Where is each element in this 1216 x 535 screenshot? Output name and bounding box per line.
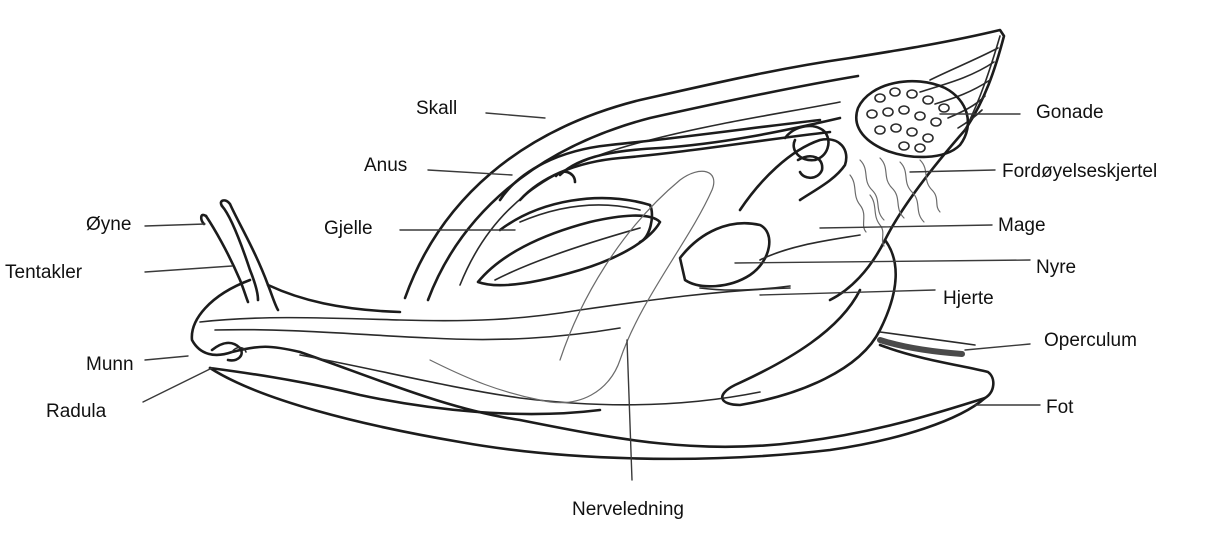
label-hjerte: Hjerte [943,288,994,309]
label-fot: Fot [1046,397,1074,418]
label-gonade: Gonade [1036,102,1104,123]
label-operculum: Operculum [1044,330,1137,351]
label-mage: Mage [998,215,1046,236]
label-nerveledning: Nerveledning [572,499,684,520]
label-nyre: Nyre [1036,257,1076,278]
label-anus: Anus [364,155,407,176]
label-fordoyelseskjertel: Fordøyelseskjertel [1002,161,1157,182]
label-oyne: Øyne [86,214,131,235]
gonad-granules [867,88,949,152]
label-tentakler: Tentakler [5,262,83,283]
leader-lines [143,113,1040,480]
label-radula: Radula [46,401,107,422]
label-gjelle: Gjelle [324,218,373,239]
label-munn: Munn [86,354,134,375]
label-skall: Skall [416,98,457,119]
body-and-foot [192,280,993,459]
